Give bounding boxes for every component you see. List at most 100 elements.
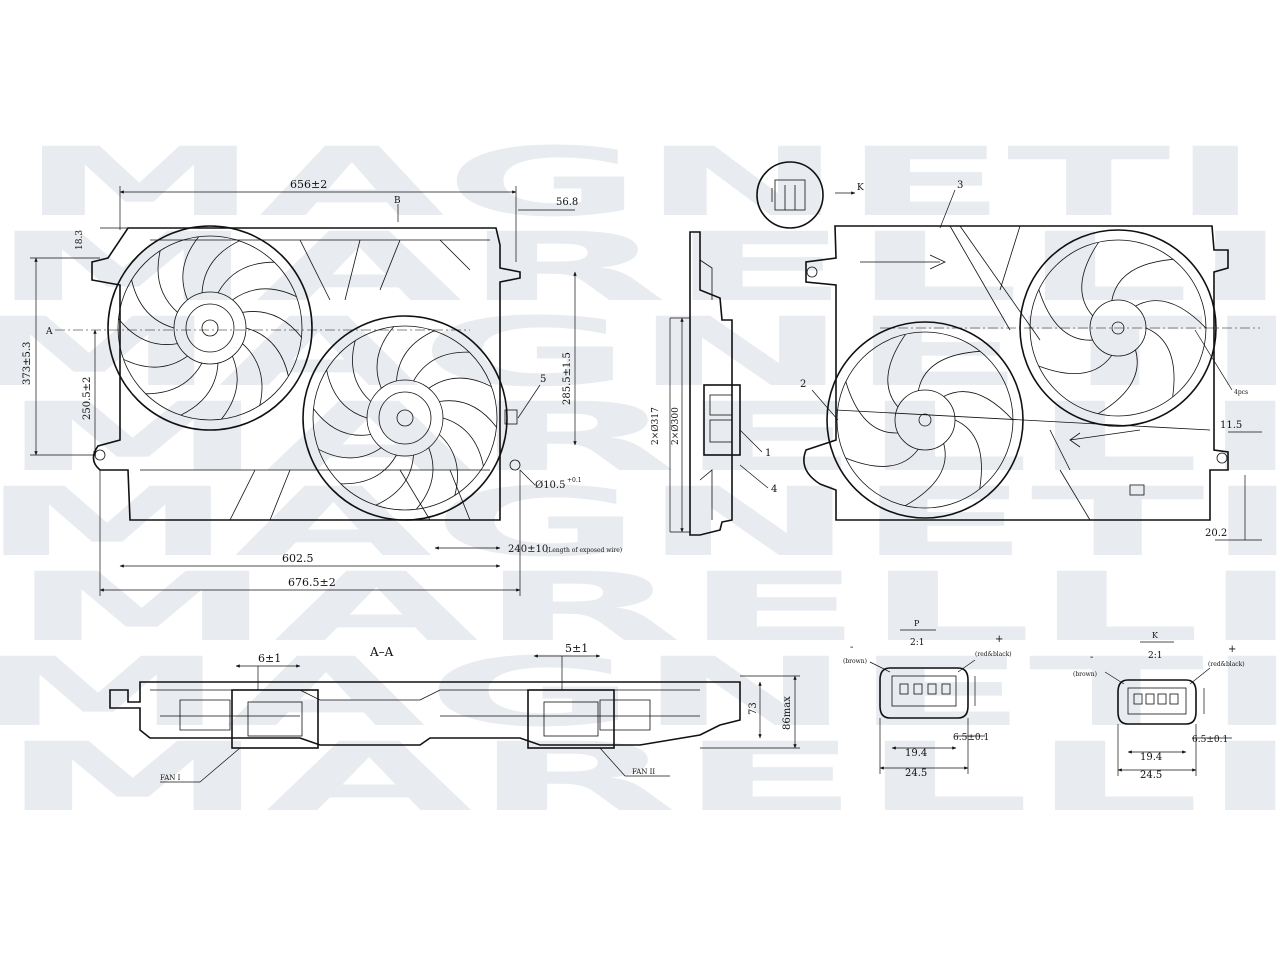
connector-pin [1157, 693, 1167, 705]
fan-blade [887, 333, 906, 408]
fan-blade [313, 408, 371, 436]
fan-blade [123, 355, 188, 368]
fan-blade [415, 447, 434, 510]
watermark-row-5: MAGNETI [0, 468, 1280, 578]
connector-p-minus: - [850, 642, 853, 653]
connector-k-wire-right: (red&black) [1208, 661, 1245, 668]
section-label-fan1: FAN I [160, 774, 181, 782]
fan-blade [118, 318, 178, 345]
fan-blade [439, 400, 497, 428]
front-view: 656±2 B 56.8 18.3 373±5.3 250.5±2 285.5±… [22, 178, 622, 596]
connector-p-wire-right: (red&black) [975, 651, 1012, 658]
rear-view-mark-k: K [857, 183, 864, 193]
section-mark-b: B [394, 196, 401, 206]
fan-blade [1111, 258, 1174, 301]
section-label-fan2: FAN II [632, 768, 655, 776]
rear-view: K 3 2 4pcs 11. [756, 161, 1262, 541]
connector-pin [927, 683, 937, 695]
connector-k-wire-left: (brown) [1073, 671, 1097, 678]
fan-blade [1081, 241, 1099, 317]
wire-note: (Length of exposed wire) [546, 547, 622, 554]
fan-blade [245, 327, 289, 377]
dim-height-left: 373±5.3 [22, 342, 33, 385]
connector-k-scale: 2:1 [1148, 651, 1162, 661]
fan-blade [954, 419, 982, 489]
section-outline [109, 681, 741, 746]
fan-blade [845, 448, 919, 467]
side-callout-4: 4 [771, 484, 777, 495]
rear-shroud-outline [803, 225, 1229, 521]
fan-blade [413, 351, 470, 382]
side-motor [703, 384, 741, 456]
connector-p-plus: + [995, 634, 1003, 645]
fan-blade [1097, 349, 1138, 415]
dim-height-inner: 250.5±2 [82, 377, 93, 420]
section-a-a: A–A 6±1 5±1 73 86max FAN I FAN II [109, 642, 800, 783]
connector-pin [1133, 693, 1143, 705]
side-callout-1: 1 [765, 448, 771, 459]
rear-callout-2: 2 [800, 379, 806, 390]
fan-blade [917, 350, 981, 391]
section-title: A–A [369, 645, 394, 659]
connector-p-wire-left: (brown) [843, 658, 867, 665]
wire-length: 240±10 [508, 544, 548, 555]
front-shroud-outline [91, 227, 521, 521]
fan-blade [326, 369, 368, 419]
connector-p-dim-inner: 19.4 [905, 748, 927, 759]
section-dim-left: 6±1 [258, 652, 281, 665]
connector-pin [1145, 693, 1155, 705]
fan-blade [1145, 327, 1175, 397]
fan-blade [340, 454, 397, 485]
connector-pin [899, 683, 909, 695]
fan-blade [242, 343, 263, 406]
rear-small-label: 4pcs [1234, 389, 1248, 396]
connector-k-dim-pin: 6.5±0.1 [1192, 735, 1228, 745]
fan-2-motor-section [527, 689, 615, 749]
watermark-row-6: MARELLI [10, 553, 1280, 663]
fan-blade [220, 355, 238, 420]
fan-blade [442, 417, 484, 467]
section-dim-right: 5±1 [565, 642, 588, 655]
rear-callout-3: 3 [957, 180, 963, 191]
connector-p-scale: 2:1 [910, 638, 924, 648]
fan-blade [232, 288, 297, 301]
dim-hole: Ø10.5 [535, 480, 565, 491]
connector-p-view-mark: P [914, 619, 920, 628]
dim-right-offset: 56.8 [556, 197, 578, 208]
fan-blade [845, 381, 899, 434]
fan-blade [318, 447, 382, 459]
fan-left-rear [826, 321, 1024, 519]
connector-k-view-mark: K [1152, 631, 1159, 640]
fan-1-motor-section [231, 689, 319, 749]
fan-blade [201, 240, 240, 293]
connector-p-dim-pin: 6.5±0.1 [953, 733, 989, 743]
dim-bottom-inner: 602.5 [282, 552, 314, 565]
dim-height-right: 285.5±1.5 [562, 352, 573, 405]
fan-blade [1135, 300, 1207, 329]
section-dim-depth: 73 [748, 702, 759, 715]
connector-k-body [1117, 679, 1197, 725]
watermark-row-2: MARELLI [0, 213, 1280, 323]
connector-pin [913, 683, 923, 695]
dim-hole-tol: +0.1 [567, 477, 582, 484]
dim-bottom-overall: 676.5±2 [288, 576, 336, 589]
connector-pin [941, 683, 951, 695]
front-callout-5: 5 [540, 374, 546, 385]
fan-blade [396, 330, 435, 382]
fan-blade [180, 363, 219, 416]
fan-blade [1038, 355, 1113, 375]
rear-dim-right-b: 20.2 [1205, 528, 1227, 539]
dim-corner: 18.3 [75, 230, 85, 250]
fan-blade [1038, 289, 1093, 341]
connector-icon [756, 161, 824, 229]
fan-blade [376, 326, 395, 389]
section-dim-max: 86max [782, 696, 793, 730]
connector-k-dim-inner: 19.4 [1140, 752, 1162, 763]
connector-pin [1169, 693, 1179, 705]
connector-p-dim-outer: 24.5 [905, 768, 927, 779]
connector-k-plus: + [1228, 644, 1236, 655]
fan-blade [145, 362, 203, 395]
side-view: 2×Ø317 2×Ø300 1 4 [650, 231, 777, 536]
fan-blade [217, 261, 275, 294]
